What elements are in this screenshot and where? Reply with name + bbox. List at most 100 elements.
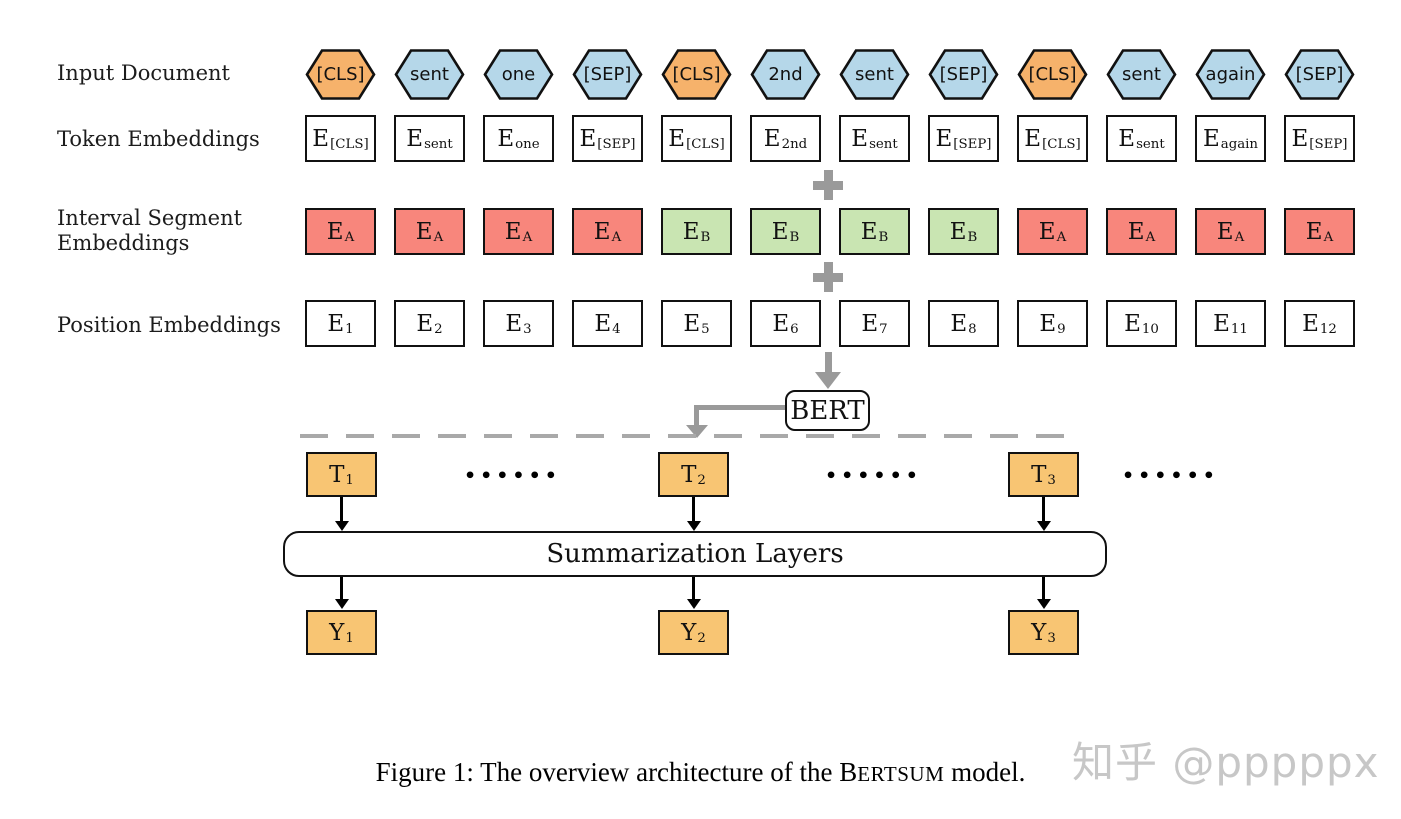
- embedding-sub: 6: [790, 321, 799, 337]
- caption-model-initial: B: [839, 757, 858, 787]
- embedding-sub: sent: [1136, 136, 1165, 152]
- embedding-sub: A: [1145, 229, 1156, 245]
- embedding-symbol: E: [1213, 310, 1230, 337]
- bert-elbow-arrow-vertical: [694, 405, 699, 426]
- embedding-symbol: E: [763, 125, 781, 152]
- caption-suffix: model.: [944, 757, 1026, 787]
- bert-elbow-arrow-horizontal: [694, 405, 785, 410]
- plus-icon: [813, 262, 843, 292]
- token-hexagon: one: [483, 48, 554, 101]
- bert-label: BERT: [790, 395, 865, 426]
- embedding-sub: [CLS]: [330, 136, 369, 152]
- embedding-sub: B: [700, 229, 711, 245]
- embedding-sub: 3: [523, 321, 532, 337]
- embedding-symbol: E: [1118, 125, 1136, 152]
- embedding-sub: 2nd: [781, 136, 808, 152]
- embedding-sub: B: [878, 229, 889, 245]
- embedding-sub: [SEP]: [597, 136, 636, 152]
- arrow-y1-head: [334, 599, 349, 609]
- embedding-symbol: E: [683, 310, 701, 337]
- embedding-sub: one: [515, 136, 540, 152]
- y-symbol: Y: [1031, 619, 1047, 646]
- embedding-sub: [SEP]: [953, 136, 992, 152]
- embedding-sub: A: [1234, 229, 1245, 245]
- token-label: 2nd: [768, 64, 803, 85]
- embedding-symbol: E: [860, 218, 878, 245]
- t-symbol: T: [1031, 461, 1047, 488]
- embedding-symbol: E: [772, 310, 790, 337]
- token-label: again: [1205, 64, 1256, 85]
- token-hexagon: sent: [1106, 48, 1177, 101]
- figure-caption: Figure 1: The overview architecture of t…: [0, 757, 1401, 788]
- ellipsis-dots: ••••••: [825, 465, 922, 487]
- token-label: one: [501, 64, 536, 85]
- y-symbol: Y: [681, 619, 697, 646]
- embedding-symbol: E: [497, 125, 515, 152]
- embedding-symbol: E: [505, 310, 523, 337]
- token-hexagon: 2nd: [750, 48, 821, 101]
- embedding-sub: [CLS]: [1042, 136, 1081, 152]
- embedding-symbol: E: [579, 125, 597, 152]
- arrow-y3-stem: [1042, 577, 1045, 600]
- embedding-sub: B: [789, 229, 800, 245]
- token-label: sent: [855, 64, 894, 85]
- embedding-symbol: E: [771, 218, 789, 245]
- token-label: [CLS]: [1028, 64, 1077, 85]
- token-embedding-box: E[SEP]: [572, 115, 643, 162]
- embedding-sub: 1: [345, 321, 354, 337]
- embedding-sub: A: [611, 229, 622, 245]
- token-hexagon: [SEP]: [928, 48, 999, 101]
- input-token-row: [CLS] sent one [SEP] [CLS] 2nd sent [SEP…: [0, 48, 1401, 101]
- summarization-layers-label: Summarization Layers: [546, 539, 844, 569]
- embedding-sub: A: [522, 229, 533, 245]
- zhihu-watermark: 知乎 @pppppx: [1072, 738, 1380, 787]
- token-hexagon: sent: [839, 48, 910, 101]
- label-input-document: Input Document: [57, 61, 230, 85]
- embedding-symbol: E: [406, 125, 424, 152]
- arrow-t1-head: [334, 521, 349, 531]
- arrow-t3-head: [1036, 521, 1051, 531]
- token-hexagon: [CLS]: [1017, 48, 1088, 101]
- embedding-symbol: E: [668, 125, 686, 152]
- embedding-symbol: E: [1216, 218, 1234, 245]
- embedding-sub: sent: [869, 136, 898, 152]
- embedding-symbol: E: [1202, 125, 1220, 152]
- bert-box: BERT: [785, 390, 870, 431]
- ellipsis-dots: ••••••: [464, 465, 561, 487]
- token-hexagon: [SEP]: [572, 48, 643, 101]
- embedding-symbol: E: [949, 218, 967, 245]
- embedding-sub: 5: [701, 321, 710, 337]
- embedding-symbol: E: [861, 310, 879, 337]
- token-label: [SEP]: [1295, 64, 1344, 85]
- token-hexagon: [SEP]: [1284, 48, 1355, 101]
- embedding-sub: 4: [612, 321, 621, 337]
- embedding-sub: A: [433, 229, 444, 245]
- token-label: [CLS]: [672, 64, 721, 85]
- embedding-symbol: E: [950, 310, 968, 337]
